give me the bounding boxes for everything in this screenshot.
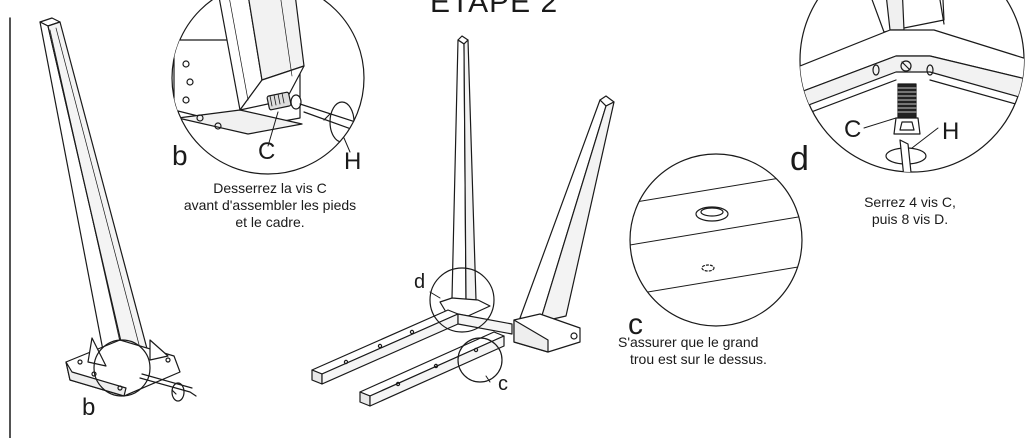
step-title: ETAPE 2 [430,0,559,19]
callout-b-upper: b [172,140,188,171]
detail-circle-b-lower [93,339,151,397]
callout-d-main: d [414,271,426,293]
detail-b-upper [171,0,365,175]
left-leg [39,17,197,402]
caption-c-line1: S'assurer que le grand [618,334,759,350]
caption-c: S'assurer que le grand trou est sur le d… [618,334,818,368]
callout-c-big: c [628,308,643,341]
callout-d-detail: d [790,140,809,178]
caption-b: Desserrez la vis C avant d'assembler les… [170,180,370,231]
callout-h-upper: H [344,148,362,175]
detail-circle-d-main [429,267,495,333]
callout-h-detail: H [942,118,960,145]
detail-circle-c-main [457,337,503,383]
callout-b-lower: b [82,394,96,421]
detail-d [799,0,1025,173]
caption-d: Serrez 4 vis C, puis 8 vis D. [840,194,980,228]
caption-b-line2: avant d'assembler les pieds [183,197,357,213]
caption-c-line2: trou est sur le dessus. [630,351,767,367]
main-assembly [311,35,615,407]
detail-c [629,153,803,327]
leader-lines [267,111,939,383]
callout-c-upper: C [258,138,276,165]
caption-d-line2: puis 8 vis D. [871,211,949,227]
caption-b-line3: et le cadre. [235,214,305,230]
callout-c-main: c [498,373,508,395]
caption-b-line1: Desserrez la vis C [213,180,327,196]
callout-c-detail: C [844,116,862,143]
caption-d-line1: Serrez 4 vis C, [864,194,956,210]
